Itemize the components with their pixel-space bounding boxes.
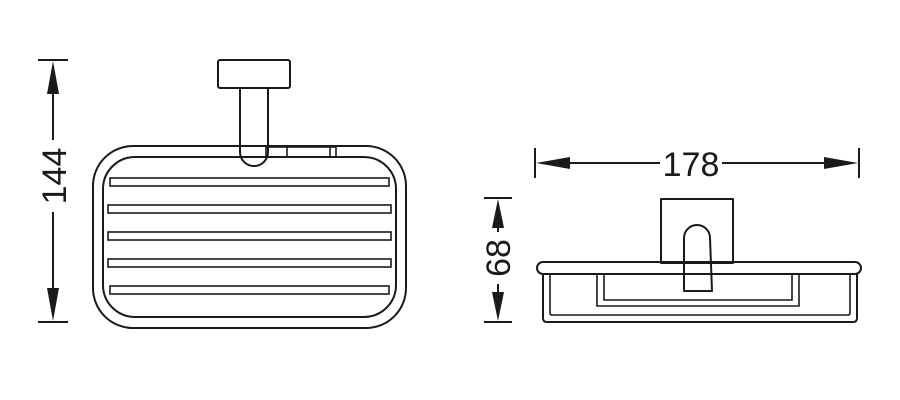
- arrow-up-icon: [492, 199, 504, 228]
- slat: [109, 177, 390, 187]
- slat: [107, 231, 392, 241]
- mount-arm: [683, 224, 713, 292]
- arrow-up-icon: [47, 61, 59, 94]
- front-view: [92, 59, 407, 329]
- post-connector: [265, 146, 337, 158]
- arrow-down-icon: [492, 292, 504, 321]
- slat: [107, 258, 392, 268]
- width-dimension: 178: [534, 146, 860, 184]
- inner-tray: [596, 274, 800, 307]
- mount-post: [239, 87, 269, 167]
- slat: [109, 285, 390, 295]
- arrow-right-icon: [824, 157, 858, 169]
- wall-plate: [660, 198, 734, 264]
- width-label: 178: [663, 146, 720, 184]
- height-label: 144: [36, 148, 74, 205]
- slat: [107, 204, 392, 214]
- basket-outer-frame: [92, 145, 407, 329]
- wall-mount-block: [217, 59, 291, 89]
- arrow-down-icon: [47, 288, 59, 321]
- arrow-left-icon: [536, 157, 570, 169]
- basket-side-outer: [542, 273, 858, 323]
- basket-inner-frame: [102, 156, 397, 318]
- basket-side-inner: [549, 274, 851, 316]
- height-dimension: 144: [36, 59, 74, 323]
- depth-label: 68: [480, 239, 518, 277]
- depth-dimension: 68: [480, 197, 518, 323]
- basket-slats: [107, 177, 392, 295]
- side-view: [536, 198, 862, 323]
- top-rim: [536, 261, 862, 275]
